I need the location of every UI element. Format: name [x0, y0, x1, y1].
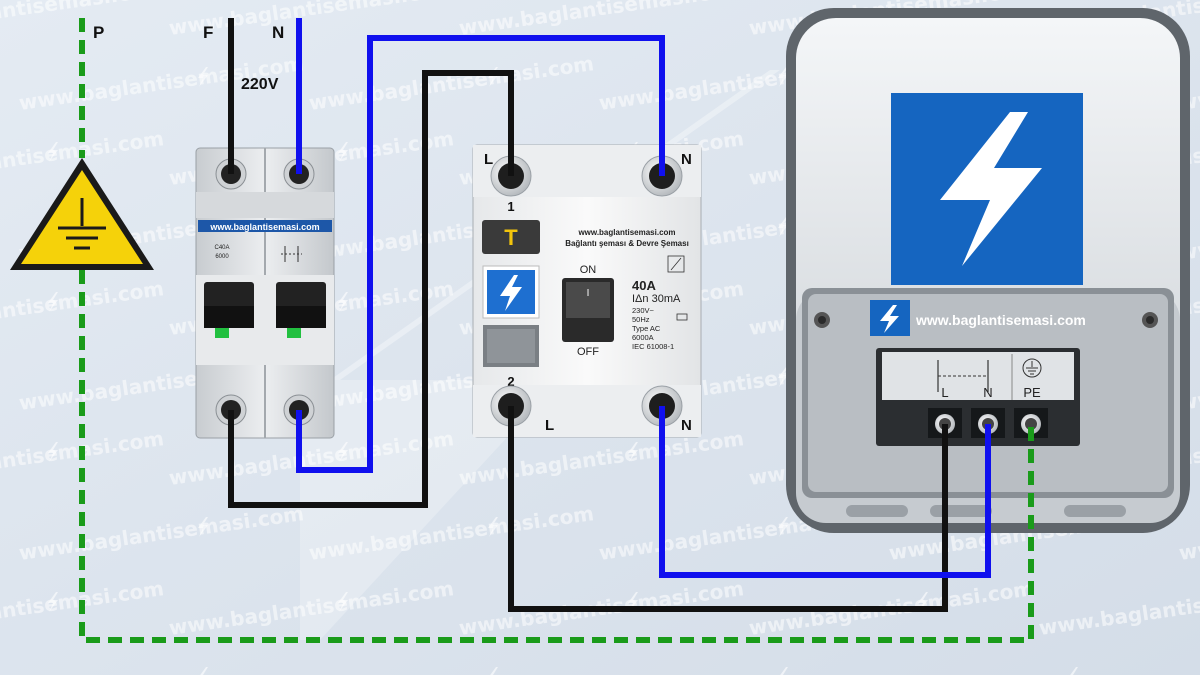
- rcd-label-top-n: N: [681, 151, 692, 168]
- watermark-bolt-icon: [628, 592, 638, 612]
- charger-term-pe-label: PE: [1023, 385, 1041, 400]
- rcd-spec-frequency: 50Hz: [632, 315, 650, 324]
- watermark-bolt-icon: [628, 442, 638, 462]
- watermark-bolt-icon: [198, 67, 208, 87]
- charger-term-l-label: L: [941, 385, 948, 400]
- watermark-bolt-icon: [778, 67, 788, 87]
- rcd-rating: 40A: [632, 278, 656, 293]
- earth-wire-to-charger: [79, 270, 1034, 643]
- watermark-bolt-icon: [338, 142, 348, 162]
- rcd-header-subtitle: Bağlantı şeması & Devre Şeması: [565, 239, 689, 248]
- rcd-spec-voltage: 230V~: [632, 306, 655, 315]
- watermark-bolt-icon: [48, 442, 58, 462]
- charger-url: www.baglantisemasi.com: [915, 312, 1086, 328]
- mcb-cap-print: 6000: [215, 254, 229, 260]
- lightning-bolt-icon: [500, 275, 522, 311]
- switch-symbol-icon: [937, 360, 989, 392]
- rcd-sensitivity: IΔn 30mA: [632, 293, 681, 305]
- watermark-bolt-icon: [198, 517, 208, 537]
- earth-warning-icon: [10, 158, 154, 270]
- watermark-bolt-icon: [338, 292, 348, 312]
- watermark-bolt-icon: [778, 217, 788, 237]
- lightning-bolt-icon: [880, 305, 899, 333]
- watermark-bolt-icon: [488, 67, 498, 87]
- watermark-bolt-icon: [780, 667, 788, 675]
- rcd-pole-top: 1: [507, 199, 514, 214]
- rcd-header-url: www.baglantisemasi.com: [577, 228, 675, 237]
- rcd-spec-standard: IEC 61008-1: [632, 342, 674, 351]
- label-voltage: 220V: [241, 76, 279, 93]
- label-n: N: [272, 23, 284, 42]
- charger-term-n-label: N: [983, 385, 992, 400]
- label-f: F: [203, 23, 213, 42]
- rcd-test-button[interactable]: [482, 220, 540, 254]
- rcd-test-label: T: [504, 225, 518, 250]
- rcd-spec-type: Type AC: [632, 324, 661, 333]
- label-p: P: [93, 23, 104, 42]
- rcd-label-top-l: L: [484, 151, 493, 168]
- mcb-indicator-left: [215, 328, 229, 338]
- watermark-bolt-icon: [48, 142, 58, 162]
- watermark-bolt-icon: [1070, 667, 1078, 675]
- wires: [79, 18, 1034, 643]
- watermark-bolt-icon: [778, 517, 788, 537]
- watermark-bolt-icon: [488, 517, 498, 537]
- rcd-label-bottom-l: L: [545, 417, 554, 434]
- rcd-switch-mark: I: [587, 288, 590, 299]
- residual-current-device: T www.baglantisemasi.com Bağlantı şeması…: [472, 144, 702, 438]
- rcd-off-label: OFF: [577, 346, 599, 358]
- mcb-rating-print: C40A: [214, 245, 229, 251]
- watermark-bolt-icon: [338, 442, 348, 462]
- earth-symbol-icon: [1022, 358, 1042, 378]
- rcd-on-label: ON: [580, 264, 597, 276]
- rcd-schematic-icon: [667, 255, 685, 273]
- rcd-spec-capacity: 6000A: [632, 333, 654, 342]
- watermark-bolt-icon: [778, 367, 788, 387]
- switch-symbol-icon: [281, 246, 302, 262]
- circuit-breaker-mcb: www.baglantisemasi.com C40A 6000: [195, 147, 335, 439]
- rcd-label-bottom-n: N: [681, 417, 692, 434]
- rcd-pole-bottom: 2: [507, 374, 514, 389]
- watermark-bolt-icon: [490, 667, 498, 675]
- mcb-brand-strip: [198, 220, 332, 232]
- phase-wire-mcb-to-rcd: [228, 70, 514, 508]
- watermark-bolt-icon: [918, 592, 928, 612]
- phase-wire-rcd-to-charger: [508, 406, 948, 612]
- background-streak: [300, 380, 560, 640]
- watermark-bolt-icon: [338, 592, 348, 612]
- watermark-bolt-icon: [48, 292, 58, 312]
- watermark-bolt-icon: [48, 592, 58, 612]
- mcb-brand-text: www.baglantisemasi.com: [209, 222, 319, 232]
- lightning-bolt-icon: [940, 112, 1042, 266]
- mcb-indicator-right: [287, 328, 301, 338]
- neutral-wire-mcb-to-rcd: [296, 35, 665, 473]
- neutral-wire-rcd-to-charger: [659, 406, 991, 578]
- ev-charger-enclosure: www.baglantisemasi.com L N PE: [786, 8, 1190, 533]
- watermark-bolt-icon: [200, 667, 208, 675]
